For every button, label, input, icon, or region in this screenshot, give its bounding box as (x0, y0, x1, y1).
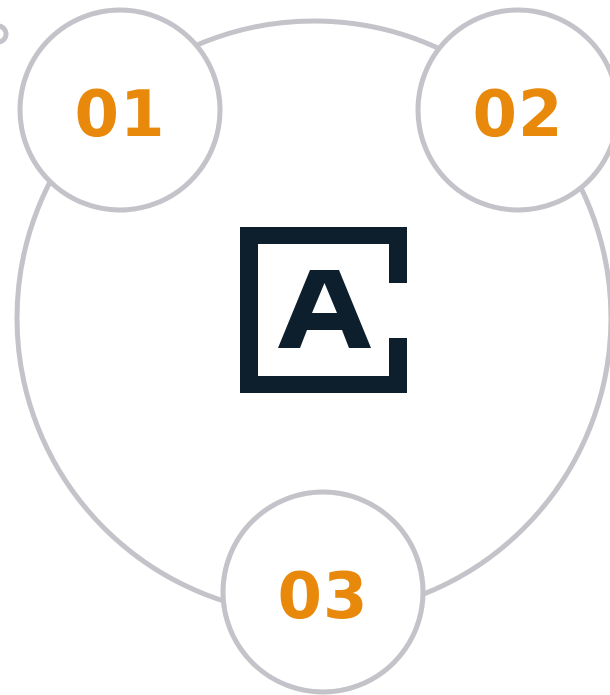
logo-bracket-frame (240, 227, 407, 393)
bracket-a-logo (240, 227, 407, 393)
edge-partial-circle (0, 23, 9, 45)
node-02-label: 02 (472, 78, 563, 152)
node-01-label: 01 (74, 78, 165, 152)
logo-letter-a (278, 270, 371, 348)
node-03: 03 (220, 489, 426, 695)
node-03-circle (220, 489, 426, 695)
node-02-circle (415, 7, 610, 213)
node-01: 01 (17, 7, 223, 213)
node-01-circle (17, 7, 223, 213)
node-03-label: 03 (277, 560, 368, 634)
node-02: 02 (415, 7, 610, 213)
